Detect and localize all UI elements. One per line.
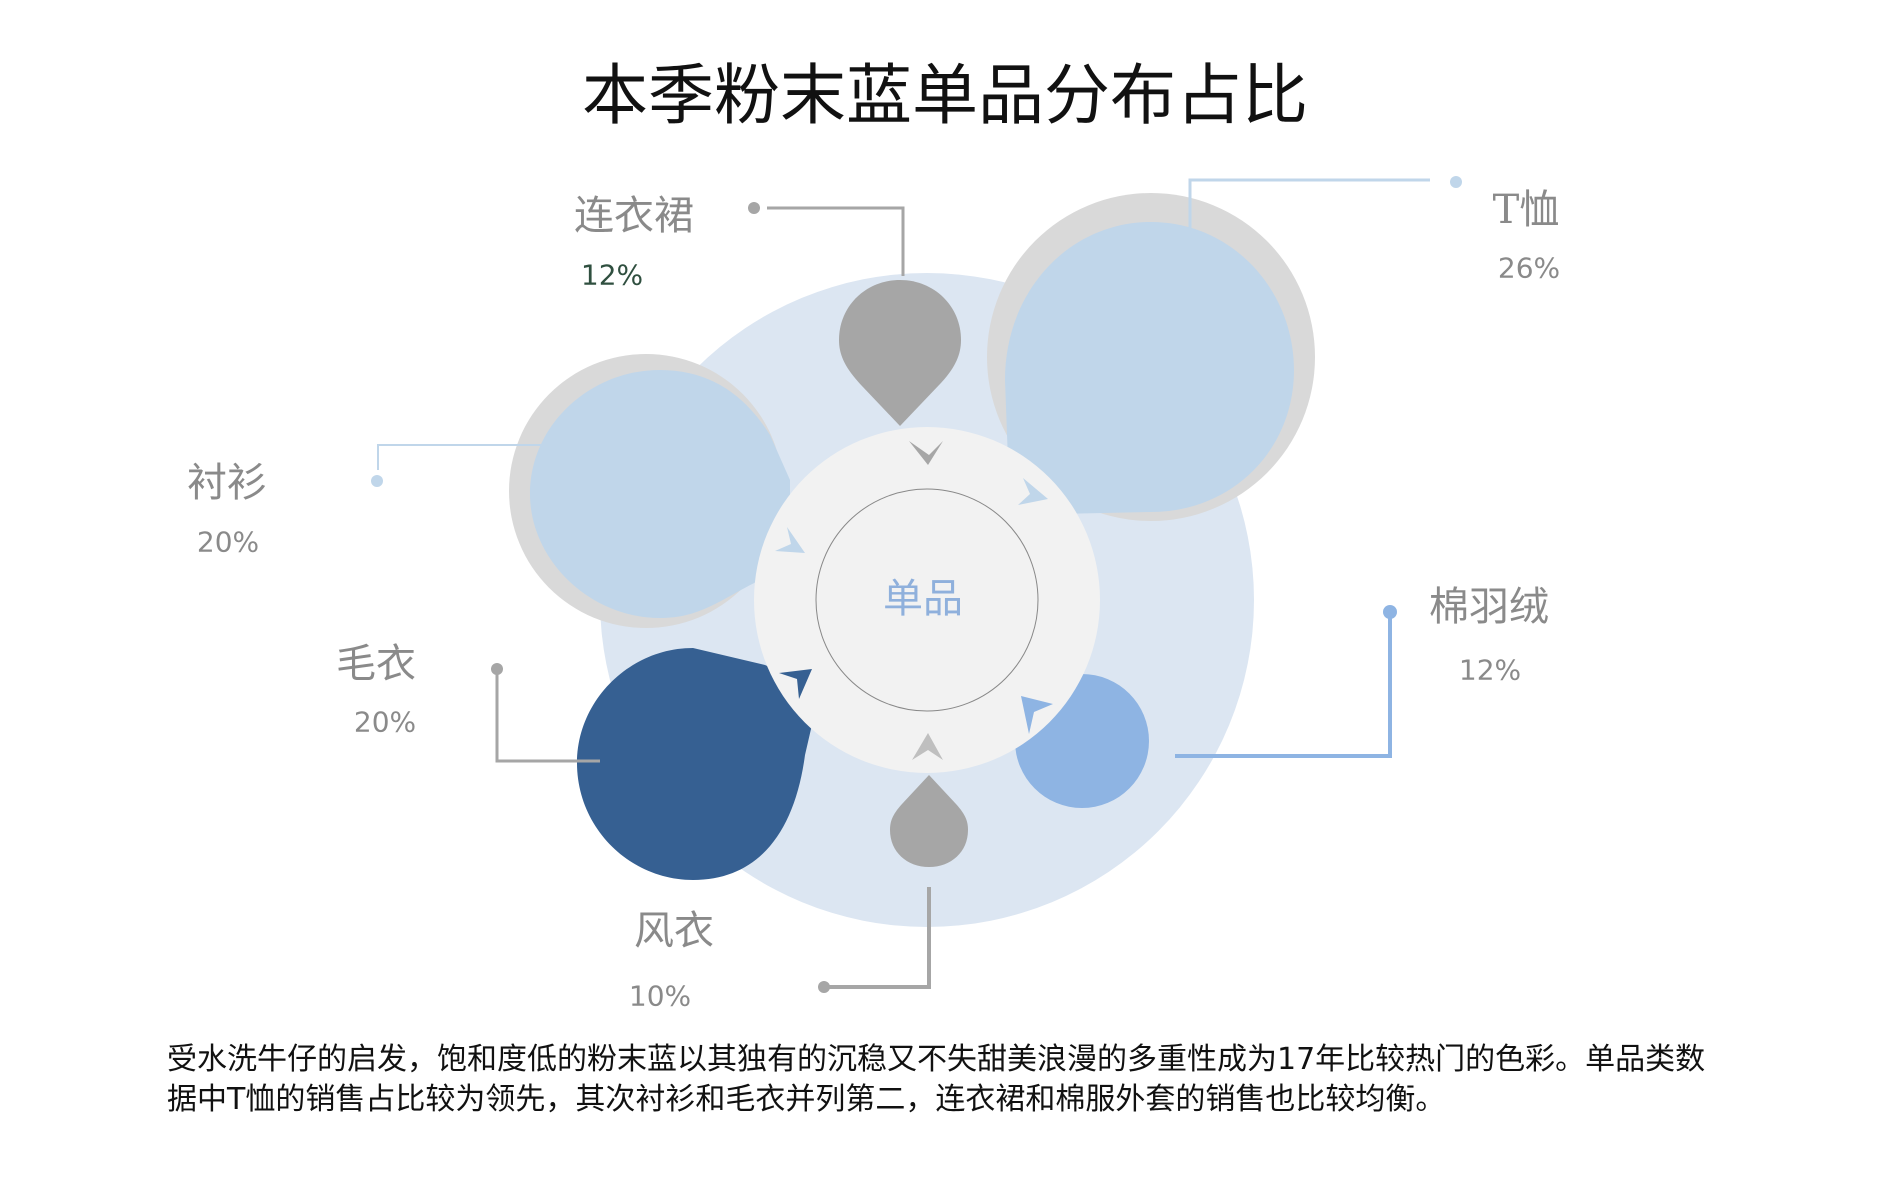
arrow-icon-bottom [912, 733, 943, 760]
arrow-icon-tshirt [1018, 478, 1048, 505]
dress-drop [839, 280, 961, 426]
tshirt-percent: 26% [1497, 251, 1561, 285]
dress-label: 连衣裙 [574, 193, 694, 239]
down-jacket-leader-line [1175, 612, 1392, 758]
center-ring [754, 427, 1100, 773]
arrow-icon-top [909, 441, 943, 465]
down-jacket-label: 棉羽绒 [1429, 584, 1549, 630]
tshirt-label: T恤 [1492, 187, 1560, 233]
sweater-leader-dot [491, 663, 503, 675]
arrow-icon-sweater [779, 669, 812, 699]
shirt-leader-dot [371, 475, 383, 487]
sweater-percent: 20% [353, 705, 417, 739]
shirt-percent: 20% [196, 525, 260, 559]
tshirt-leader-dot [1450, 176, 1462, 188]
trench-coat-percent: 10% [628, 979, 692, 1013]
shirt-leader-line [377, 444, 545, 470]
down-jacket-leader-dot [1383, 605, 1397, 619]
dress-leader-line [767, 206, 905, 276]
tshirt-leader-line [1188, 178, 1430, 240]
dress-leader-dot [748, 202, 760, 214]
center-thin-circle [815, 488, 1039, 712]
arrow-icon-shirt [775, 527, 805, 553]
description-paragraph: 受水洗牛仔的启发，饱和度低的粉末蓝以其独有的沉稳又不失甜美浪漫的多重性成为17年… [167, 1042, 1706, 1117]
trench-coat-label: 风衣 [634, 908, 714, 954]
sweater-leader-line [495, 669, 600, 763]
trench-coat-leader-dot [818, 981, 830, 993]
shirt-blob [530, 370, 790, 618]
tshirt-blob [1005, 222, 1294, 515]
dress-percent: 12% [580, 258, 644, 292]
down-jacket-percent: 12% [1458, 653, 1522, 687]
sweater-blob [577, 648, 820, 880]
arrow-icon-down-jacket [1021, 696, 1053, 734]
sweater-label: 毛衣 [336, 641, 416, 687]
shirt-label: 衬衫 [187, 460, 267, 506]
trench-coat-drop [890, 775, 968, 867]
center-label: 单品 [883, 576, 963, 622]
trench-coat-leader-line [824, 887, 931, 989]
page-title: 本季粉末蓝单品分布占比 [582, 57, 1308, 134]
